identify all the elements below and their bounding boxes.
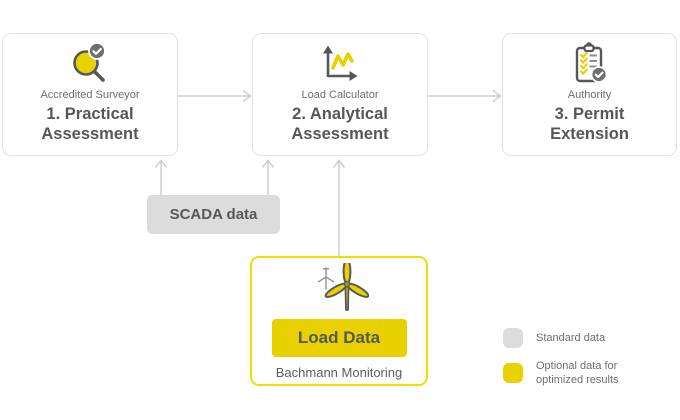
standard-data-swatch <box>503 328 523 348</box>
optional-data-swatch <box>503 363 523 384</box>
clipboard-check-icon <box>575 42 607 83</box>
step-role-label: Authority <box>567 89 612 101</box>
step-practical-assessment: Accredited Surveyor 1. Practical Assessm… <box>2 33 178 156</box>
monitoring-box: Load Data Bachmann Monitoring <box>250 256 428 386</box>
wind-turbine-icon <box>317 263 369 311</box>
monitoring-caption: Bachmann Monitoring <box>275 365 403 380</box>
arrow-scada-to-step2 <box>261 159 275 195</box>
scada-data-label: SCADA data <box>169 206 258 223</box>
step-role-label: Accredited Surveyor <box>40 89 140 101</box>
step-title: 3. Permit Extension <box>550 105 629 144</box>
arrow-scada-to-step1 <box>154 159 168 195</box>
legend-label: Standard data <box>536 331 606 344</box>
legend-label: Optional data for optimized results <box>536 360 619 387</box>
step-title: 1. Practical Assessment <box>41 105 139 144</box>
load-data-button[interactable]: Load Data <box>271 319 407 357</box>
arrow-step1-to-step2 <box>178 89 252 103</box>
arrow-step2-to-step3 <box>428 89 502 103</box>
magnifier-check-icon <box>73 42 106 82</box>
step-permit-extension: Authority 3. Permit Extension <box>502 33 677 156</box>
step-analytical-assessment: Load Calculator 2. Analytical Assessment <box>252 33 428 156</box>
legend-optional-data: Optional data for optimized results <box>503 359 648 388</box>
step-role-label: Load Calculator <box>301 89 379 101</box>
arrow-monitoring-to-step2 <box>332 159 346 256</box>
line-chart-icon <box>323 45 358 81</box>
legend-standard-data: Standard data <box>503 328 605 348</box>
scada-data-box: SCADA data <box>147 195 280 234</box>
load-data-button-label: Load Data <box>297 328 381 347</box>
step-title: 2. Analytical Assessment <box>291 105 389 144</box>
